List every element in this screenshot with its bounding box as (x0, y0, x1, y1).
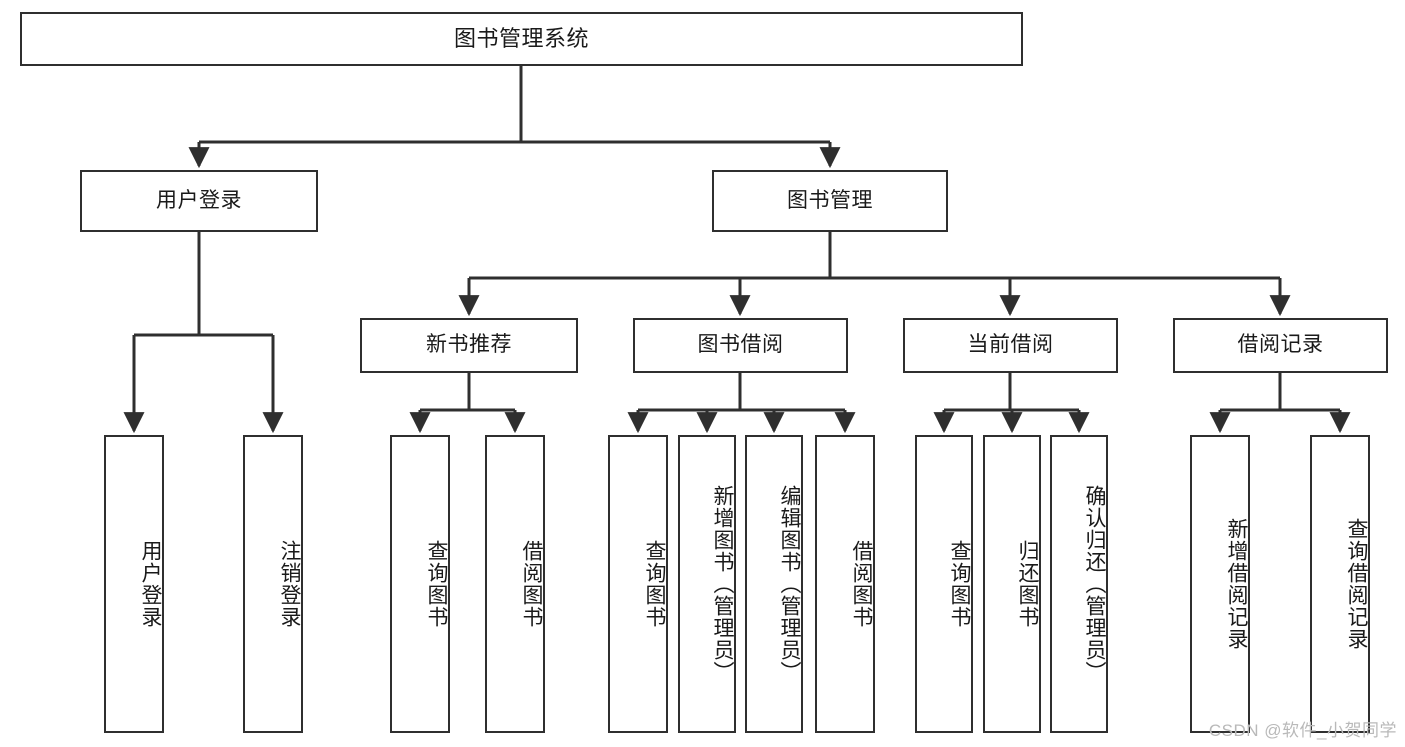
leaf-logout-label: 注销登录 (278, 540, 301, 628)
leaf-user-login-label: 用户登录 (139, 540, 162, 628)
leaf-edit-book[interactable]: 编辑图书（管理员） (745, 435, 803, 733)
leaf-borrow-book-1[interactable]: 借阅图书 (485, 435, 545, 733)
node-book-borrow[interactable]: 图书借阅 (633, 318, 848, 373)
leaf-confirm-return[interactable]: 确认归还（管理员） (1050, 435, 1108, 733)
leaf-query-book-3-label: 查询图书 (948, 540, 971, 628)
leaf-add-record-label: 新增借阅记录 (1225, 518, 1248, 650)
leaf-add-book-label: 新增图书（管理员） (711, 485, 734, 683)
node-root[interactable]: 图书管理系统 (20, 12, 1023, 66)
watermark: CSDN @软件_小贺同学 (1208, 721, 1397, 740)
leaf-query-book-1[interactable]: 查询图书 (390, 435, 450, 733)
leaf-query-book-3[interactable]: 查询图书 (915, 435, 973, 733)
leaf-edit-book-label: 编辑图书（管理员） (778, 485, 801, 683)
node-current-borrow[interactable]: 当前借阅 (903, 318, 1118, 373)
leaf-borrow-book-2[interactable]: 借阅图书 (815, 435, 875, 733)
node-book-borrow-label: 图书借阅 (697, 333, 784, 357)
node-current-borrow-label: 当前借阅 (967, 333, 1054, 357)
node-borrow-record-label: 借阅记录 (1237, 333, 1324, 357)
leaf-add-book[interactable]: 新增图书（管理员） (678, 435, 736, 733)
leaf-confirm-return-label: 确认归还（管理员） (1083, 485, 1106, 683)
node-new-book-rec[interactable]: 新书推荐 (360, 318, 578, 373)
leaf-query-record-label: 查询借阅记录 (1345, 518, 1368, 650)
leaf-return-book-label: 归还图书 (1016, 540, 1039, 628)
leaf-borrow-book-1-label: 借阅图书 (520, 540, 543, 628)
leaf-borrow-book-2-label: 借阅图书 (850, 540, 873, 628)
leaf-user-login[interactable]: 用户登录 (104, 435, 164, 733)
leaf-logout[interactable]: 注销登录 (243, 435, 303, 733)
leaf-query-record[interactable]: 查询借阅记录 (1310, 435, 1370, 733)
leaf-query-book-1-label: 查询图书 (425, 540, 448, 628)
node-new-book-rec-label: 新书推荐 (426, 333, 512, 357)
node-user-login-label: 用户登录 (156, 188, 242, 212)
node-book-manage[interactable]: 图书管理 (712, 170, 948, 232)
leaf-query-book-2-label: 查询图书 (643, 540, 666, 628)
leaf-query-book-2[interactable]: 查询图书 (608, 435, 668, 733)
leaf-return-book[interactable]: 归还图书 (983, 435, 1041, 733)
node-borrow-record[interactable]: 借阅记录 (1173, 318, 1388, 373)
node-user-login[interactable]: 用户登录 (80, 170, 318, 232)
node-book-manage-label: 图书管理 (787, 188, 873, 212)
leaf-add-record[interactable]: 新增借阅记录 (1190, 435, 1250, 733)
node-root-label: 图书管理系统 (453, 26, 589, 52)
